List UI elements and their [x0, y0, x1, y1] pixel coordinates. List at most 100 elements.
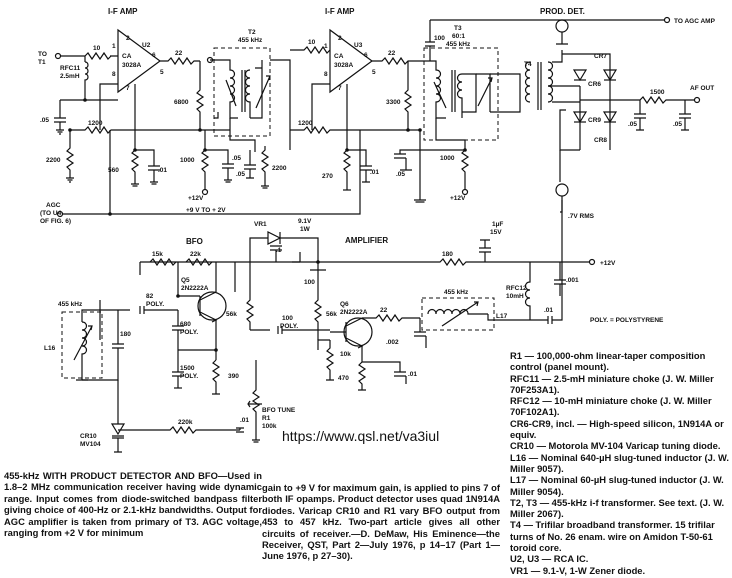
svg-text:5: 5	[160, 69, 164, 76]
svg-text:+12V: +12V	[600, 260, 616, 267]
svg-text:455 kHz: 455 kHz	[58, 301, 83, 308]
if-amp-2-title: I-F AMP	[325, 7, 355, 16]
svg-text:15V: 15V	[490, 229, 502, 236]
amplifier-title: AMPLIFIER	[345, 236, 388, 245]
svg-text:2N2222A: 2N2222A	[340, 309, 368, 316]
svg-text:22: 22	[380, 307, 388, 314]
svg-text:1000: 1000	[180, 157, 195, 164]
svg-text:CR8: CR8	[594, 137, 607, 144]
svg-text:680: 680	[180, 321, 191, 328]
svg-text:2200: 2200	[272, 165, 287, 172]
svg-text:1: 1	[112, 43, 116, 50]
svg-text:1: 1	[324, 43, 328, 50]
note-u2-u3: U2, U3 — RCA IC.	[510, 553, 589, 565]
svg-text:OF FIG. 6): OF FIG. 6)	[40, 218, 71, 225]
svg-text:100: 100	[282, 315, 293, 322]
note-cr10: CR10 — Motorola MV-104 Varicap tuning di…	[510, 440, 721, 452]
q6-transistor	[343, 317, 373, 347]
svg-text:22: 22	[175, 50, 183, 57]
t2-transformer-can	[213, 47, 271, 137]
svg-text:56k: 56k	[326, 311, 337, 318]
svg-text:2: 2	[126, 35, 130, 42]
svg-text:1200: 1200	[88, 120, 103, 127]
svg-text:CR6: CR6	[588, 81, 601, 88]
note-r1: R1 — 100,000-ohm linear-taper compositio…	[510, 350, 706, 373]
svg-text:.01: .01	[370, 169, 379, 176]
svg-text:T2: T2	[248, 29, 256, 36]
svg-text:AF OUT: AF OUT	[690, 85, 714, 92]
u2-3028a-label: 3028A	[122, 62, 141, 69]
svg-text:56k: 56k	[226, 311, 237, 318]
u3-label: U3	[354, 42, 363, 49]
q5-transistor	[197, 291, 227, 321]
svg-text:RFC12: RFC12	[506, 285, 527, 292]
svg-text:270: 270	[322, 173, 333, 180]
svg-text:TO AGC AMP: TO AGC AMP	[674, 18, 716, 25]
parts-list: R1 — 100,000-ohm linear-taper compositio…	[510, 350, 732, 576]
if-amp-1-title: I-F AMP	[108, 7, 138, 16]
source-url[interactable]: https://www.qsl.net/va3iul	[282, 428, 440, 444]
svg-text:10k: 10k	[340, 351, 351, 358]
svg-text:POLY.: POLY.	[180, 373, 198, 380]
svg-text:POLY.: POLY.	[280, 323, 298, 330]
svg-text:CA: CA	[334, 53, 344, 60]
svg-text:100k: 100k	[262, 423, 277, 430]
svg-text:+12V: +12V	[188, 195, 204, 202]
svg-text:AGC: AGC	[46, 202, 61, 209]
svg-text:.05: .05	[628, 121, 637, 128]
svg-text:2200: 2200	[46, 157, 61, 164]
svg-text:15k: 15k	[152, 251, 163, 258]
svg-text:Q6: Q6	[340, 301, 349, 308]
svg-text:8: 8	[324, 71, 328, 78]
svg-text:1200: 1200	[298, 120, 313, 127]
svg-text:6: 6	[152, 52, 156, 59]
note-cr6-cr9: CR6-CR9, incl. — High-speed silicon, 1N9…	[510, 417, 724, 441]
svg-text:82: 82	[146, 293, 154, 300]
svg-text:L16: L16	[44, 345, 56, 352]
svg-text:T3: T3	[454, 25, 462, 32]
svg-text:L17: L17	[496, 313, 508, 320]
svg-text:.01: .01	[240, 417, 249, 424]
svg-text:.7V RMS: .7V RMS	[568, 213, 595, 220]
r10-label: 10	[93, 45, 101, 52]
svg-text:CR10: CR10	[80, 433, 97, 440]
caption-right: gain to +9 V for maximum gain, is applie…	[262, 482, 500, 562]
svg-text:+12V: +12V	[450, 195, 466, 202]
svg-text:Q5: Q5	[181, 277, 190, 284]
svg-text:T1: T1	[38, 59, 46, 66]
caption-left: 455-kHz WITH PRODUCT DETECTOR AND BFO—Us…	[4, 470, 262, 539]
svg-text:VR1: VR1	[254, 221, 267, 228]
u2-label: U2	[142, 42, 151, 49]
svg-text:.01: .01	[158, 167, 167, 174]
svg-text:CR9: CR9	[588, 117, 601, 124]
svg-text:1W: 1W	[300, 226, 311, 233]
note-vr1: VR1 — 9.1-V, 1-W Zener diode.	[510, 564, 646, 576]
svg-text:2: 2	[338, 35, 342, 42]
svg-text:455 kHz: 455 kHz	[444, 289, 469, 296]
bfo-title: BFO	[186, 237, 203, 246]
input-terminal	[54, 52, 62, 60]
svg-text:.001: .001	[566, 277, 579, 284]
note-l16: L16 — Nominal 640-µH slug-tuned inductor…	[510, 451, 729, 474]
svg-text:.1: .1	[276, 247, 282, 254]
u2-opamp-symbol	[117, 28, 162, 94]
svg-text:POLY.: POLY.	[146, 301, 164, 308]
svg-text:.002: .002	[386, 339, 399, 346]
prod-det-title: PROD. DET.	[540, 7, 585, 16]
svg-text:455 kHz: 455 kHz	[446, 41, 471, 48]
svg-text:.05: .05	[396, 171, 405, 178]
u2-ca-label: CA	[122, 53, 132, 60]
svg-text:60:1: 60:1	[452, 33, 465, 40]
note-t4: T4 — Trifilar broadband transformer. 15 …	[510, 519, 715, 554]
svg-text:.01: .01	[544, 307, 553, 314]
svg-text:180: 180	[442, 251, 453, 258]
svg-text:5: 5	[372, 69, 376, 76]
svg-text:10mH: 10mH	[506, 293, 524, 300]
svg-text:CR7: CR7	[594, 53, 607, 60]
svg-text:R1: R1	[262, 415, 271, 422]
svg-text:T4: T4	[524, 61, 532, 68]
svg-text:.05: .05	[40, 117, 49, 124]
svg-text:BFO TUNE: BFO TUNE	[262, 407, 296, 414]
svg-text:2N2222A: 2N2222A	[181, 285, 209, 292]
svg-text:9.1V: 9.1V	[298, 218, 312, 225]
